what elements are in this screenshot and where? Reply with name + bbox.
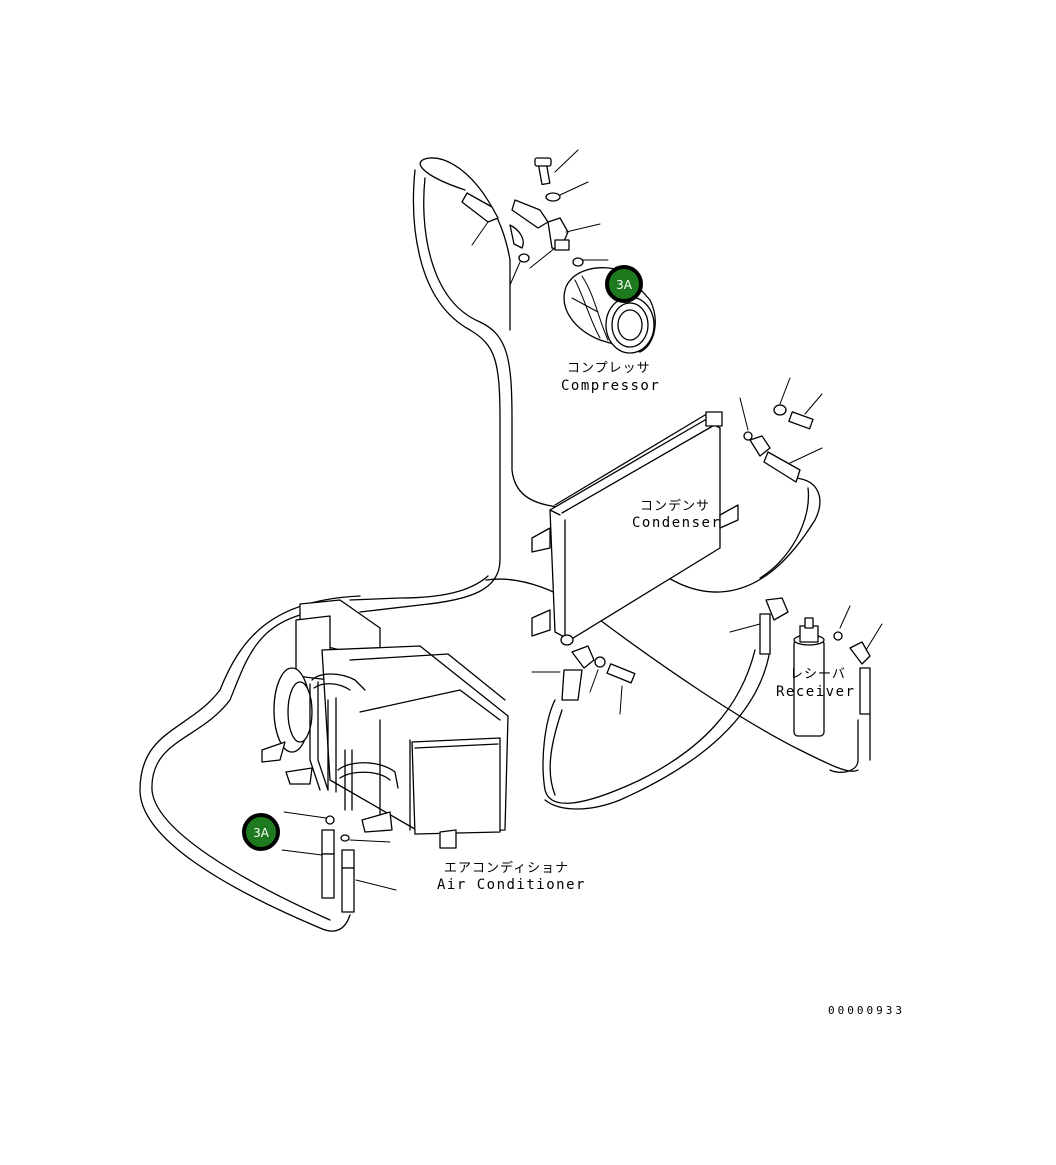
- receiver-label-jp: レシーバ: [790, 667, 846, 682]
- compressor-label-jp: コンプレッサ: [567, 361, 651, 376]
- compressor-label-en: Compressor: [561, 378, 660, 394]
- drawing-code: 00000933: [828, 1004, 905, 1017]
- condenser-fittings: [531, 645, 636, 715]
- badge-air-conditioner-text: 3A: [253, 826, 270, 840]
- compressor: [461, 149, 656, 354]
- air-conditioner: [261, 599, 509, 913]
- receiver: [729, 597, 883, 737]
- badge-compressor[interactable]: 3A: [605, 265, 643, 303]
- air-conditioner-label-en: Air Conditioner: [437, 877, 586, 893]
- receiver-label-en: Receiver: [776, 684, 855, 700]
- condenser-label-en: Condenser: [632, 515, 721, 531]
- condenser-label-jp: コンデンサ: [640, 498, 710, 514]
- badge-air-conditioner[interactable]: 3A: [242, 813, 280, 851]
- condenser: [531, 377, 823, 646]
- air-conditioner-label-jp: エアコンディショナ: [444, 860, 569, 876]
- hose-routing: [139, 157, 871, 932]
- badge-compressor-text: 3A: [616, 278, 633, 292]
